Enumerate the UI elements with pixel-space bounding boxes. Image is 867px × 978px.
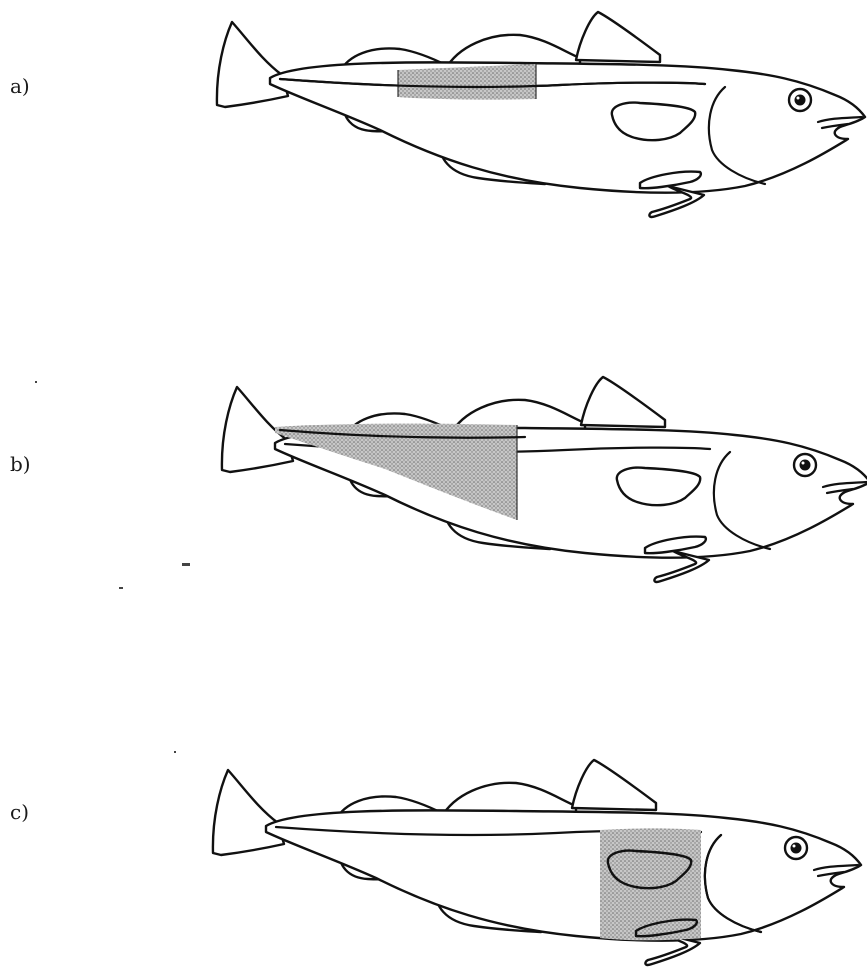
fish-illustration-c	[0, 748, 863, 978]
fish-illustration-b	[5, 365, 867, 595]
scan-speck	[119, 587, 123, 589]
fish-illustration-a	[0, 0, 867, 230]
shaded-region-dorsal	[398, 64, 536, 100]
scan-speck	[182, 563, 190, 566]
scan-speck	[35, 381, 37, 383]
scan-speck	[174, 751, 176, 753]
shaded-region-pectoral	[600, 829, 701, 941]
